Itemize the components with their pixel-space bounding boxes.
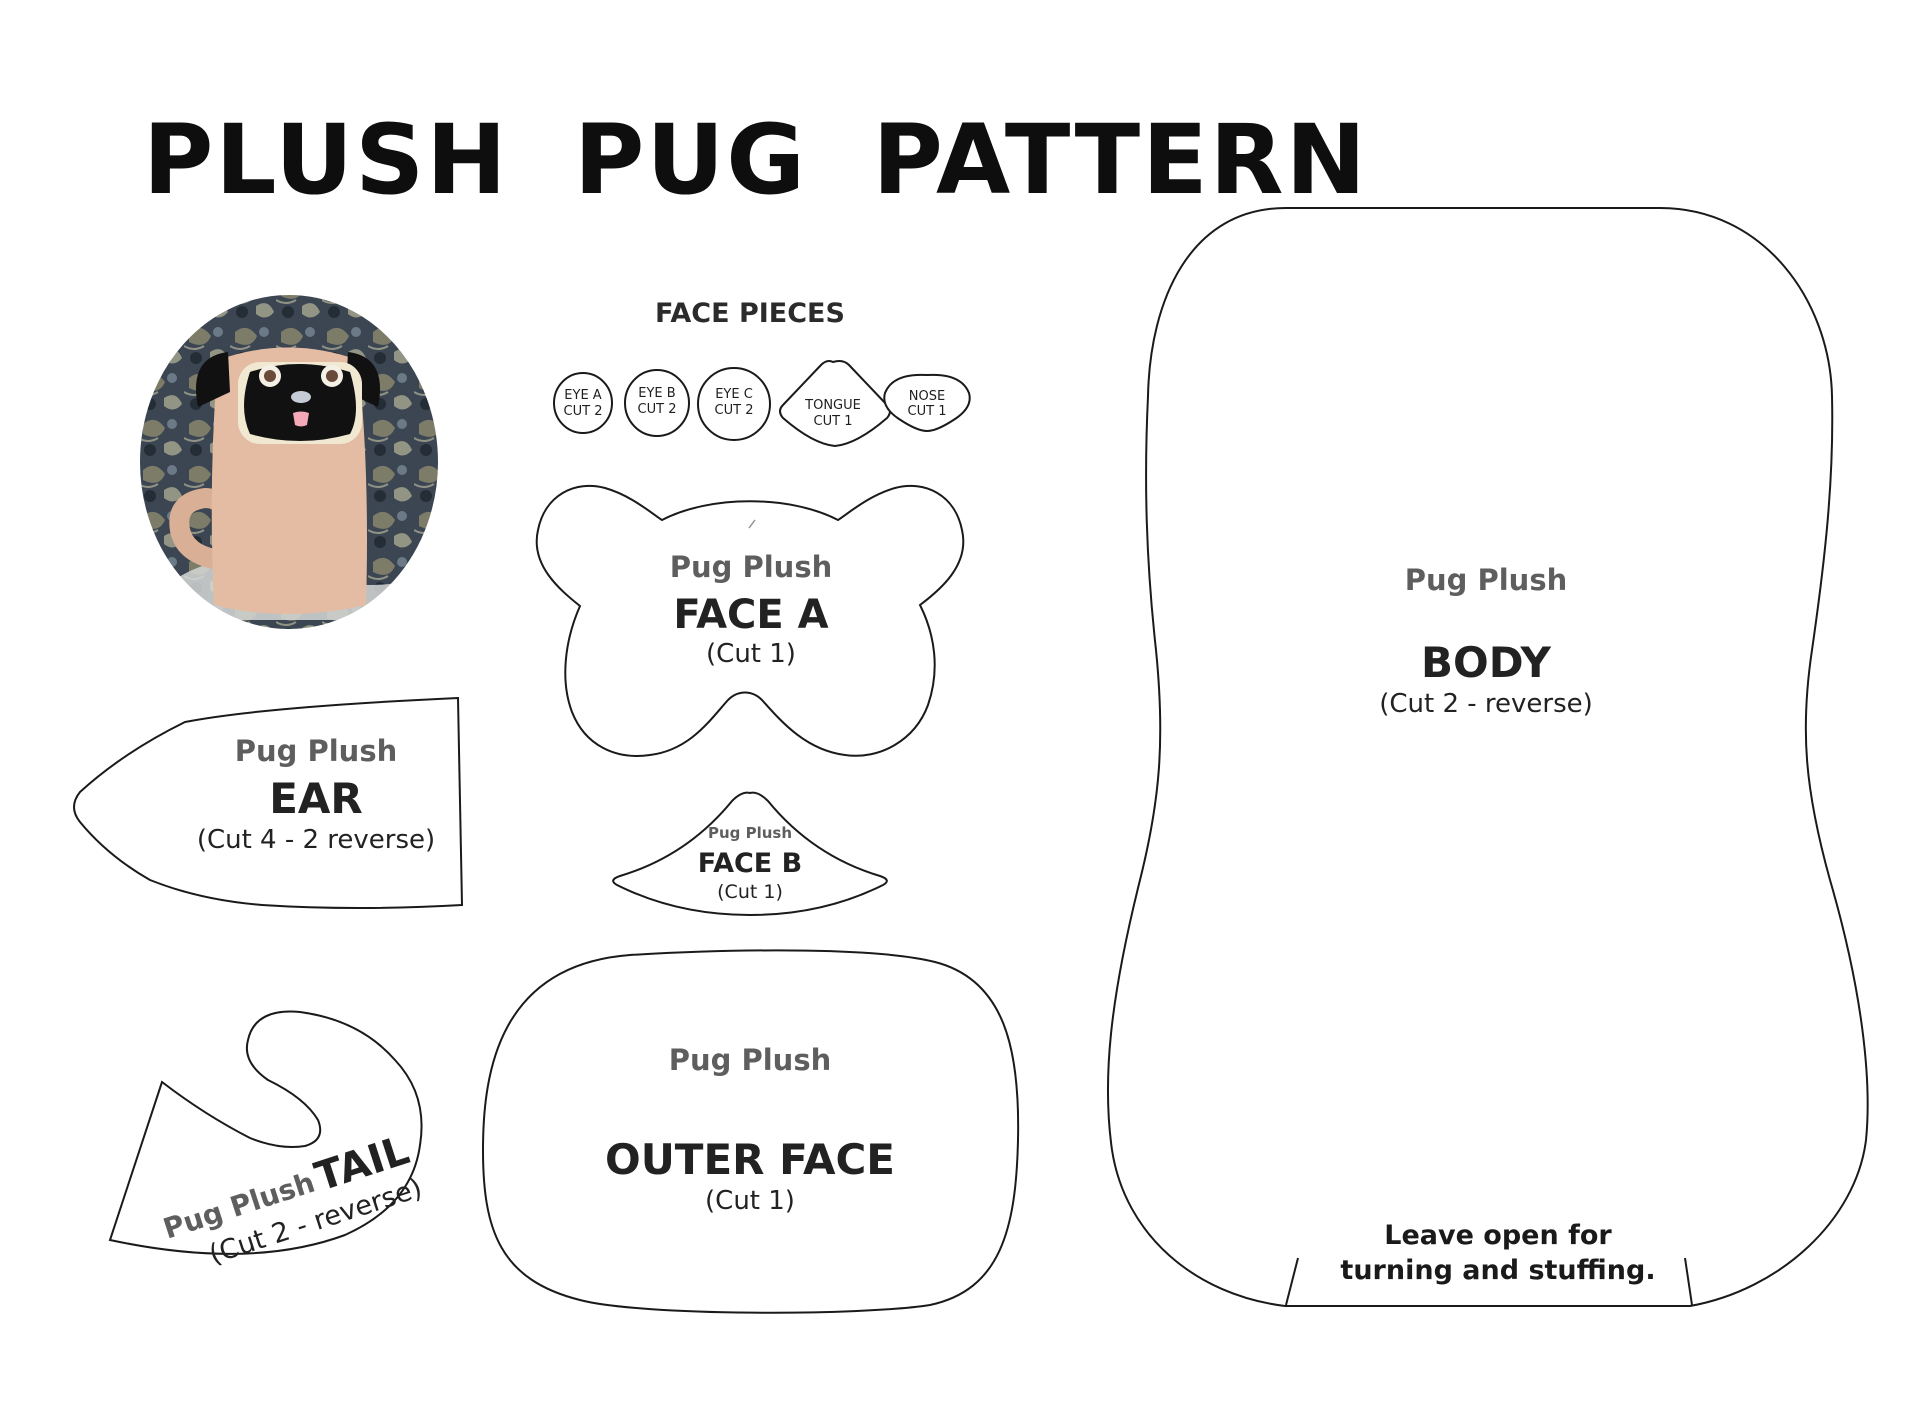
ear-piece: Pug Plush EAR (Cut 4 - 2 reverse): [73, 696, 464, 909]
body-brand: Pug Plush: [1405, 563, 1568, 597]
face-a-brand: Pug Plush: [670, 550, 833, 584]
eye-b-cut: CUT 2: [638, 402, 677, 417]
body-piece: Pug Plush BODY (Cut 2 - reverse) Leave o…: [1106, 207, 1869, 1307]
face-b-name: FACE B: [698, 848, 802, 879]
body-opening-note-line2: turning and stuffing.: [1340, 1255, 1655, 1286]
photo-pug-left-ear: [196, 352, 230, 407]
eye-a-label: EYE A: [564, 388, 602, 403]
photo-pug-nose: [291, 391, 311, 403]
eye-c-piece: EYE C CUT 2: [697, 367, 771, 441]
tongue-piece: TONGUE CUT 1: [779, 360, 891, 448]
face-pieces-heading: FACE PIECES: [655, 298, 845, 329]
body-opening-note-line1: Leave open for: [1384, 1220, 1612, 1251]
face-a-cut: (Cut 1): [706, 639, 796, 669]
nose-cut: CUT 1: [908, 404, 947, 419]
tongue-label: TONGUE: [804, 398, 861, 413]
body-opening-right-mark: [1684, 1257, 1693, 1306]
face-b-piece: Pug Plush FACE B (Cut 1): [612, 791, 888, 917]
eye-a-piece: EYE A CUT 2: [553, 372, 613, 434]
eye-c-label: EYE C: [715, 387, 753, 402]
tongue-cut: CUT 1: [814, 414, 853, 429]
page-title: PLUSH PUG PATTERN: [143, 104, 1368, 216]
ear-name: EAR: [269, 774, 363, 823]
body-cut: (Cut 2 - reverse): [1379, 689, 1593, 719]
body-name: BODY: [1421, 638, 1552, 687]
face-b-brand: Pug Plush: [708, 824, 792, 842]
face-a-name: FACE A: [673, 592, 828, 638]
eye-c-cut: CUT 2: [715, 403, 754, 418]
ear-brand: Pug Plush: [235, 734, 398, 768]
photo-pug-tongue: [293, 411, 309, 427]
eye-b-piece: EYE B CUT 2: [624, 369, 690, 437]
face-a-piece: Pug Plush FACE A (Cut 1): [535, 484, 965, 757]
outer-face-piece: Pug Plush OUTER FACE (Cut 1): [481, 949, 1020, 1314]
outer-face-brand: Pug Plush: [669, 1043, 832, 1077]
outer-face-name: OUTER FACE: [605, 1135, 895, 1184]
pug-photo: [139, 294, 439, 630]
ear-cut: (Cut 4 - 2 reverse): [197, 825, 435, 855]
tail-piece: Pug Plush TAIL (Cut 2 - reverse): [108, 1010, 426, 1271]
outer-face-cut: (Cut 1): [705, 1186, 795, 1216]
face-b-cut: (Cut 1): [717, 881, 783, 903]
eye-b-label: EYE B: [638, 386, 675, 401]
eye-a-cut: CUT 2: [564, 404, 603, 419]
nose-piece: NOSE CUT 1: [883, 373, 971, 433]
nose-label: NOSE: [909, 389, 945, 404]
body-opening-left-mark: [1285, 1257, 1299, 1306]
